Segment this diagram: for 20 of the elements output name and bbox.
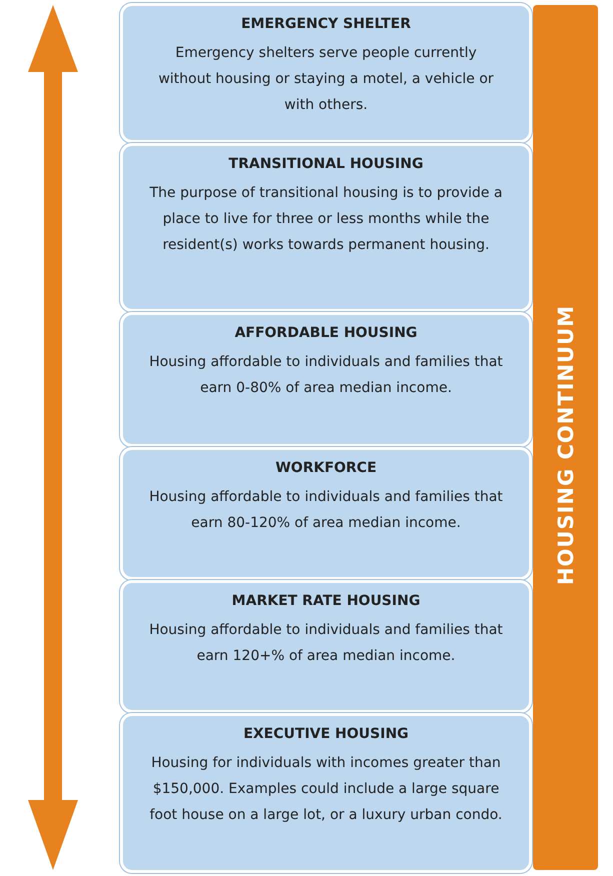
card-title: WORKFORCE [275, 460, 377, 476]
housing-type-card [120, 447, 532, 580]
category-band [533, 5, 598, 870]
card-title: TRANSITIONAL HOUSING [228, 156, 424, 172]
card-description: Housing for individuals with incomes greater than $150,000. Examples could include a large square foot house on a large lot, or a luxury urban condo. [149, 754, 503, 825]
housing-type-card [120, 312, 532, 447]
card-title: EXECUTIVE HOUSING [243, 726, 409, 742]
card-description: Housing affordable to individuals and families that earn 80-120% of area median income. [149, 488, 503, 533]
card-description: Housing affordable to individuals and families that earn 120+% of area median income. [149, 621, 503, 666]
housing-type-card [120, 143, 532, 312]
card-title: AFFORDABLE HOUSING [234, 325, 418, 341]
card-title: MARKET RATE HOUSING [232, 593, 420, 609]
band-label: HOUSING CONTINUUM [554, 304, 578, 586]
card-description: Housing affordable to individuals and families that earn 0-80% of area median income. [149, 353, 503, 398]
housing-type-card [120, 580, 532, 713]
housing-type-card [120, 3, 532, 143]
card-description: The purpose of transitional housing is to provide a place to live for three or less months while the resident(s) works towards permanent housing. [149, 184, 503, 255]
housing-type-card [120, 713, 532, 873]
card-title: EMERGENCY SHELTER [241, 16, 411, 32]
card-description: Emergency shelters serve people currently without housing or staying a motel, a vehicle or with others. [157, 44, 495, 115]
